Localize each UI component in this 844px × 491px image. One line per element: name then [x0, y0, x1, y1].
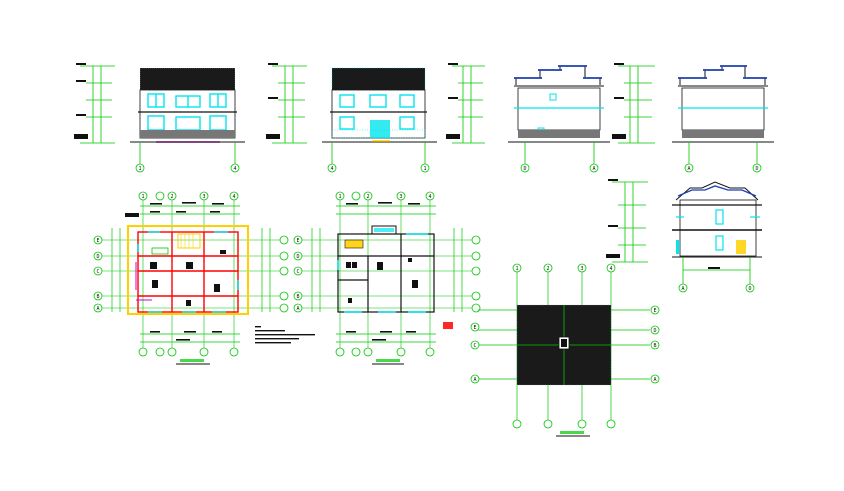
axis-label: 3: [580, 266, 583, 272]
first-floor-plan: 1 2 3 4 E: [93, 191, 315, 365]
axis-label: D: [296, 254, 299, 260]
walls: [137, 231, 239, 313]
axis-label: C: [473, 343, 476, 349]
axis-label: 4: [330, 166, 333, 172]
axis-label: A: [681, 286, 684, 292]
axis-label: 1: [423, 166, 426, 172]
axis-label: B: [296, 294, 299, 300]
axis-label: C: [296, 269, 299, 275]
axis-label: D: [755, 166, 758, 172]
axis-label: 1: [138, 166, 141, 172]
axis-label: 4: [232, 194, 235, 200]
axis-label: A: [473, 377, 476, 383]
axis-label: E: [296, 238, 299, 244]
axis-label: D: [653, 328, 656, 334]
building-section: A D: [606, 179, 762, 293]
axis-label: E: [96, 238, 99, 244]
axis-label: A: [653, 377, 656, 383]
axis-label: 2: [170, 194, 173, 200]
axis-label: E: [473, 325, 476, 331]
back-door: [370, 120, 390, 138]
axis-label: 4: [233, 166, 236, 172]
front-elevation: 1 4: [74, 63, 245, 173]
axis-label: 1: [338, 194, 341, 200]
axis-label: E: [653, 308, 656, 314]
axis-label: 1: [141, 194, 144, 200]
axis-label: A: [296, 306, 299, 312]
axis-label: 1: [515, 266, 518, 272]
back-elevation: 4 1: [266, 63, 437, 173]
side-elevation-b: A D: [612, 63, 774, 173]
axis-label: 3: [399, 194, 402, 200]
axis-label: A: [687, 166, 690, 172]
roof-plan: 1 2 3 4 E D B A E C A: [470, 263, 660, 437]
axis-label: C: [96, 269, 99, 275]
second-floor-plan: 1 2 3 4 E D C B: [293, 191, 481, 365]
plan-notes: [255, 326, 315, 344]
side-elevation-a: D A: [446, 63, 610, 173]
axis-label: 2: [366, 194, 369, 200]
axis-label: D: [748, 286, 751, 292]
axis-label: D: [523, 166, 526, 172]
axis-label: 3: [202, 194, 205, 200]
axis-label: B: [96, 294, 99, 300]
upper-windows: [147, 93, 227, 108]
roof-tiles: [140, 68, 235, 90]
axis-label: B: [653, 343, 656, 349]
axis-label: 4: [609, 266, 612, 272]
axis-label: A: [592, 166, 595, 172]
axis-label: 4: [428, 194, 431, 200]
red-stamp-mark: [443, 322, 453, 329]
axis-label: A: [96, 306, 99, 312]
axis-label: D: [96, 254, 99, 260]
axis-label: 2: [546, 266, 549, 272]
